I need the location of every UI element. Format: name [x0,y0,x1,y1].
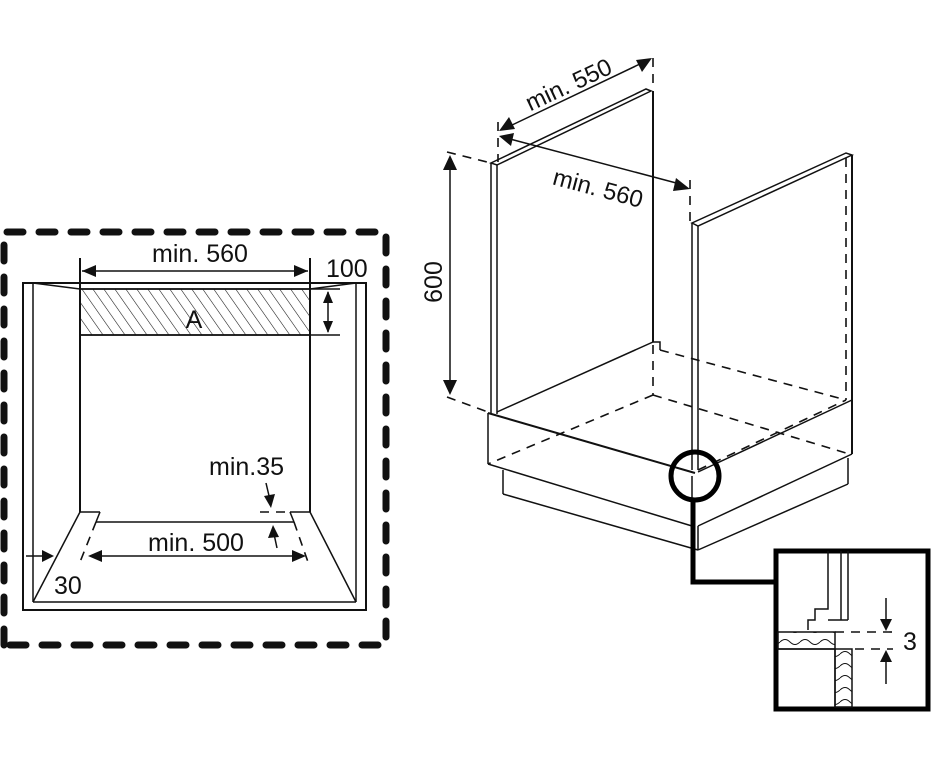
height-ext-top [446,151,492,164]
left-panel-back-notch [653,341,661,350]
width-top-label: min. 560 [152,240,248,268]
width-dim-line [509,138,681,185]
zone-a-label: A [186,306,203,334]
arrowhead [443,155,457,170]
floor-left-dashed [79,521,97,563]
arrowhead [323,291,333,303]
floor-right-slope [309,511,357,603]
top-left-slant [32,282,81,290]
detail-gap-label: 3 [903,628,917,656]
hidden-lines [487,345,847,471]
left-side-panel [488,88,661,414]
detail-callout-circle [668,449,722,503]
arrowhead [88,550,102,562]
detail-leader-line [690,500,776,585]
detail-panel-outline [807,551,829,630]
hidden-front-right [697,399,847,471]
base-front-bottom-edge [487,463,693,527]
arrowhead [673,178,690,191]
detail-wood-top [777,631,836,650]
hidden-floor-right [652,394,847,454]
arrowhead [880,650,892,662]
arrowhead [636,58,652,72]
front-view: A min. 560 100 min.35 [0,228,390,649]
depth-label: min. 550 [521,54,616,117]
arrowhead [323,321,333,333]
depth-dim-line [509,62,643,127]
plinth-front-bottom [502,493,699,551]
floor-left-slope [32,511,81,603]
floor-right-dashed [293,521,309,563]
right-side-panel [690,152,855,470]
floor-right-notch [289,511,295,523]
height-label: 600 [420,261,448,303]
detail-wood-side [834,648,853,708]
width-bottom-label: min. 500 [148,529,244,557]
cabinet-outline [22,282,367,611]
left-panel-top-edge [488,88,653,166]
base-top-back-left [496,341,654,413]
detail-view: 3 [773,548,931,712]
right-panel-top-edge [690,152,855,227]
arrowhead [499,133,514,146]
base-right-top-edge [697,453,853,527]
hidden-floor-left [487,394,654,465]
arrowhead [443,380,457,395]
arrowhead [880,619,892,631]
side-offset-label: 30 [54,572,82,600]
arrowhead [264,494,275,508]
hidden-back-top [659,349,847,401]
arrowhead [499,117,515,131]
base-top-front-edge [487,412,696,474]
arrowhead [82,265,96,277]
plinth-right-bottom [697,483,849,551]
gap-bottom-label: min.35 [209,453,284,481]
arrowhead [294,265,308,277]
isometric-view: 600 min. 550 min. 560 [420,54,855,585]
floor-left-notch [95,511,101,523]
top-right-slant [309,282,357,290]
base-right-back-top [697,399,853,473]
cabinet-base [487,341,853,551]
niche-frame-dashed [0,228,390,649]
height-ext-bottom [446,396,489,413]
arrowhead [42,550,54,562]
zone-height-label: 100 [326,255,368,283]
arrowhead [292,550,306,562]
arrowhead [268,525,279,538]
